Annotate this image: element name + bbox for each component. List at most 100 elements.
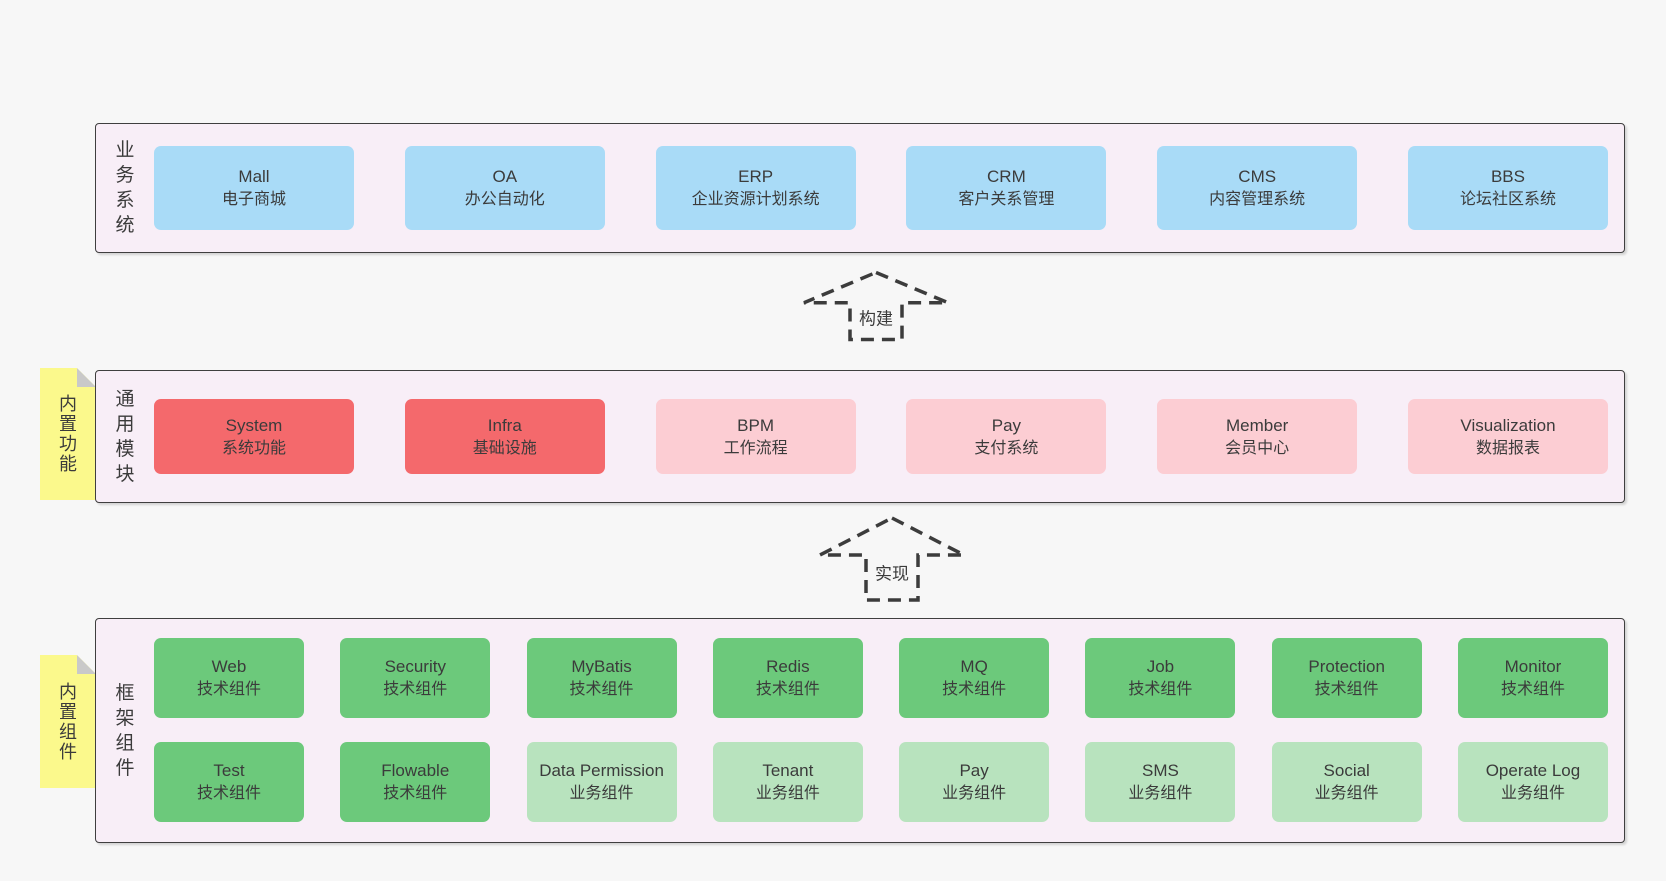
box-subtitle: 电子商城 — [221, 191, 286, 208]
diagram-box-tenant: Tenant 业务组件 — [712, 742, 863, 822]
box-title: Web — [211, 657, 247, 676]
box-title: BBS — [1490, 167, 1525, 186]
box-title: Data Permission — [539, 761, 664, 780]
diagram-box-web: Web 技术组件 — [154, 638, 304, 718]
box-subtitle: 基础设施 — [472, 439, 537, 457]
box-title: BPM — [737, 415, 775, 435]
box-title: Infra — [487, 415, 522, 435]
box-subtitle: 技术组件 — [196, 785, 261, 802]
layer-framework-components: 框架组件 Web 技术组件 Security 技术组件 MyBatis 技术组件 Redis… — [95, 618, 1625, 843]
box-subtitle: 技术组件 — [569, 681, 634, 698]
box-subtitle: 业务组件 — [942, 785, 1007, 802]
folded-corner — [77, 655, 96, 674]
box-subtitle: 论坛社区系统 — [1459, 191, 1556, 208]
diagram-box-infra: Infra 基础设施 — [404, 399, 605, 474]
diagram-box-data-permission: Data Permission 业务组件 — [526, 742, 677, 822]
sticky-note-text: 内置组件 — [59, 681, 77, 762]
diagram-box-sms: SMS 业务组件 — [1085, 742, 1236, 822]
sticky-note-text: 内置功能 — [59, 394, 77, 474]
box-subtitle: 企业资源计划系统 — [691, 191, 820, 208]
box-subtitle: 技术组件 — [1128, 681, 1193, 698]
diagram-box-job: Job 技术组件 — [1085, 638, 1236, 718]
box-title: Flowable — [381, 761, 450, 780]
box-subtitle: 会员中心 — [1225, 439, 1290, 457]
box-subtitle: 业务组件 — [1500, 785, 1565, 802]
box-title: Job — [1146, 657, 1175, 676]
diagram-box-visualization: Visualization 数据报表 — [1407, 399, 1608, 474]
folded-corner — [77, 368, 96, 387]
diagram-box-mall: Mall 电子商城 — [154, 146, 354, 230]
box-subtitle: 技术组件 — [383, 681, 448, 698]
box-title: Visualization — [1460, 415, 1556, 435]
box-title: System — [225, 415, 283, 435]
box-subtitle: 业务组件 — [755, 785, 820, 802]
box-title: SMS — [1141, 761, 1179, 780]
diagram-box-pay: Pay 业务组件 — [899, 742, 1050, 822]
box-title: CMS — [1238, 167, 1277, 186]
up-arrow-icon — [801, 270, 951, 342]
box-title: Member — [1226, 415, 1289, 435]
box-subtitle: 业务组件 — [569, 785, 634, 802]
diagram-box-member: Member 会员中心 — [1157, 399, 1358, 474]
diagram-box-social: Social 业务组件 — [1271, 742, 1422, 822]
box-subtitle: 技术组件 — [755, 681, 820, 698]
diagram-box-operate-log: Operate Log 业务组件 — [1457, 742, 1608, 822]
box-title: Operate Log — [1485, 761, 1581, 780]
box-subtitle: 业务组件 — [1314, 785, 1379, 802]
diagram-box-system: System 系统功能 — [154, 399, 354, 474]
layer-side-label: 框架组件 — [115, 682, 135, 779]
box-title: Pay — [991, 415, 1022, 435]
box-title: Social — [1323, 761, 1370, 780]
diagram-box-test: Test 技术组件 — [154, 742, 304, 822]
box-subtitle: 技术组件 — [1314, 681, 1379, 698]
box-subtitle: 工作流程 — [723, 439, 788, 457]
box-subtitle: 技术组件 — [1500, 681, 1565, 698]
box-subtitle: 系统功能 — [221, 439, 286, 457]
box-title: Protection — [1308, 657, 1385, 676]
box-title: Mall — [238, 167, 270, 186]
diagram-box-erp: ERP 企业资源计划系统 — [655, 146, 856, 230]
sticky-note-built-in-features: 内置功能 — [40, 368, 96, 500]
diagram-box-bbs: BBS 论坛社区系统 — [1407, 146, 1608, 230]
box-title: ERP — [738, 167, 774, 186]
box-title: Pay — [959, 761, 989, 780]
box-title: CRM — [987, 167, 1026, 186]
box-subtitle: 技术组件 — [196, 681, 261, 698]
diagram-box-security: Security 技术组件 — [340, 638, 491, 718]
implement-arrow-label: 实现 — [872, 558, 912, 586]
box-subtitle: 办公自动化 — [464, 191, 545, 208]
box-subtitle: 数据报表 — [1475, 439, 1540, 457]
diagram-box-monitor: Monitor 技术组件 — [1457, 638, 1608, 718]
box-title: MyBatis — [571, 657, 632, 676]
box-title: Redis — [766, 657, 810, 676]
diagram-box-bpm: BPM 工作流程 — [655, 399, 856, 474]
build-arrow-label: 构建 — [856, 303, 896, 331]
layer-side-label: 通用模块 — [115, 388, 135, 485]
layer-side-label: 业务系统 — [115, 140, 135, 236]
implement-arrow: 实现 — [817, 515, 967, 603]
sticky-note-built-in-components: 内置组件 — [40, 655, 96, 788]
diagram-box-mybatis: MyBatis 技术组件 — [526, 638, 677, 718]
box-title: Security — [384, 657, 446, 676]
box-subtitle: 技术组件 — [942, 681, 1007, 698]
box-title: OA — [492, 167, 518, 186]
box-title: Monitor — [1504, 657, 1562, 676]
box-subtitle: 业务组件 — [1128, 785, 1193, 802]
diagram-box-mq: MQ 技术组件 — [899, 638, 1050, 718]
box-title: Test — [213, 761, 245, 780]
up-arrow-icon — [817, 515, 967, 603]
box-title: MQ — [960, 657, 988, 676]
diagram-box-protection: Protection 技术组件 — [1271, 638, 1422, 718]
box-title: Tenant — [762, 761, 814, 780]
diagram-box-cms: CMS 内容管理系统 — [1157, 146, 1358, 230]
build-arrow: 构建 — [801, 270, 951, 342]
box-subtitle: 内容管理系统 — [1209, 191, 1306, 208]
